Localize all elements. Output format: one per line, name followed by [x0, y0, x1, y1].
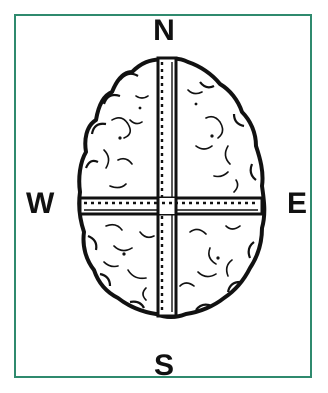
vertical-band [158, 58, 176, 316]
west-label: W [26, 189, 54, 219]
east-label: E [287, 189, 307, 219]
south-label: S [0, 351, 328, 381]
north-label: N [0, 16, 328, 46]
horizontal-band [80, 198, 262, 214]
